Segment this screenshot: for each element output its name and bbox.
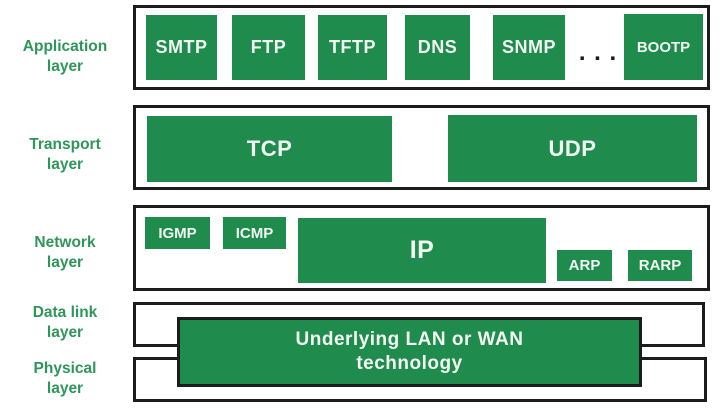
layer-label-physical-line1: Physical <box>33 360 97 377</box>
protocol-ip: IP <box>298 218 546 283</box>
protocol-icmp: ICMP <box>223 217 286 249</box>
protocol-ftp: FTP <box>232 15 305 80</box>
layer-label-application-line1: Application <box>22 38 108 55</box>
layer-label-transport-line2: layer <box>46 156 84 173</box>
layer-label-application-line2: layer <box>46 58 84 75</box>
protocol-snmp: SNMP <box>493 15 565 80</box>
protocol-dns: DNS <box>405 15 470 80</box>
layer-label-datalink-line1: Data link <box>32 304 98 321</box>
layer-label-datalink: Data link layer <box>0 303 130 343</box>
layer-label-network-line1: Network <box>34 234 96 251</box>
transport-layer-row: TCP UDP <box>133 105 710 190</box>
layer-label-physical-line2: layer <box>46 380 84 397</box>
protocol-tcp: TCP <box>147 116 392 182</box>
layer-label-physical: Physical layer <box>0 359 130 399</box>
protocol-tftp: TFTP <box>318 15 387 80</box>
protocol-bootp: BOOTP <box>624 14 703 80</box>
protocol-igmp: IGMP <box>145 217 210 249</box>
protocol-smtp: SMTP <box>146 15 217 80</box>
protocol-arp: ARP <box>557 250 612 281</box>
protocol-udp: UDP <box>448 115 697 182</box>
layer-label-network-line2: layer <box>46 254 84 271</box>
layer-label-network: Network layer <box>0 233 130 273</box>
underlying-lan-wan-line1: Underlying LAN or WAN <box>295 329 524 350</box>
application-layer-row: SMTP FTP TFTP DNS SNMP . . . BOOTP <box>133 5 710 90</box>
ellipsis-dots: . . . <box>578 39 618 66</box>
protocol-rarp: RARP <box>628 250 692 281</box>
layer-label-transport-line1: Transport <box>29 136 101 153</box>
layer-label-transport: Transport layer <box>0 135 130 175</box>
network-layer-row: IGMP ICMP IP ARP RARP <box>133 205 710 291</box>
layer-label-application: Application layer <box>0 37 130 77</box>
underlying-lan-wan-line2: technology <box>356 353 463 374</box>
underlying-lan-wan-box: Underlying LAN or WAN technology <box>177 317 642 387</box>
layer-label-datalink-line2: layer <box>46 324 84 341</box>
